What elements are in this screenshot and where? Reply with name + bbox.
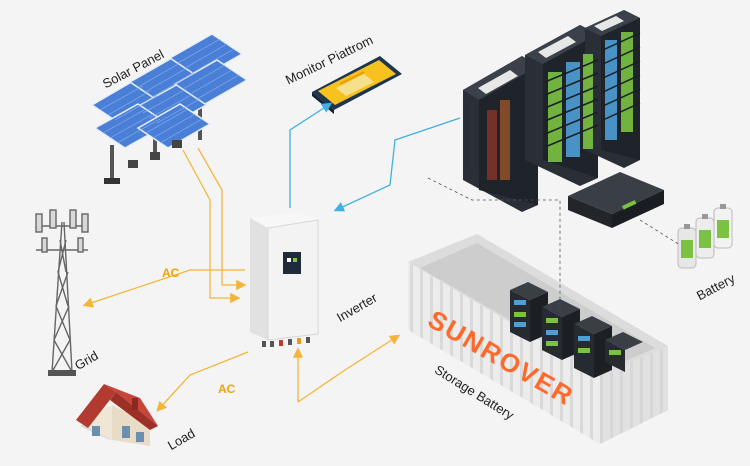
ac-arrows <box>82 147 401 412</box>
solar-panel-array <box>90 33 249 184</box>
inverter-to-load-arrow <box>156 351 249 412</box>
battery-module-box <box>568 172 664 228</box>
storage-container <box>408 234 668 444</box>
grid-tower <box>35 209 89 376</box>
racks-to-inverter-arrow <box>333 117 461 212</box>
battery-cells <box>677 204 733 269</box>
server-rack-cabinets <box>463 10 641 212</box>
inverter <box>250 212 319 347</box>
solar-to-inverter-arrow <box>182 149 241 304</box>
inverter-to-grid-arrow <box>82 269 245 308</box>
ac-load-label: AC <box>218 382 236 396</box>
ac-grid-label: AC <box>162 266 180 280</box>
inverter-to-monitor-arrow <box>289 102 333 208</box>
solar-to-inverter-arrow-2 <box>197 147 247 291</box>
dashed-connectors <box>427 177 681 310</box>
data-arrows <box>289 102 461 212</box>
load-house <box>76 384 158 446</box>
inverter-to-storage-arrow <box>297 334 401 403</box>
